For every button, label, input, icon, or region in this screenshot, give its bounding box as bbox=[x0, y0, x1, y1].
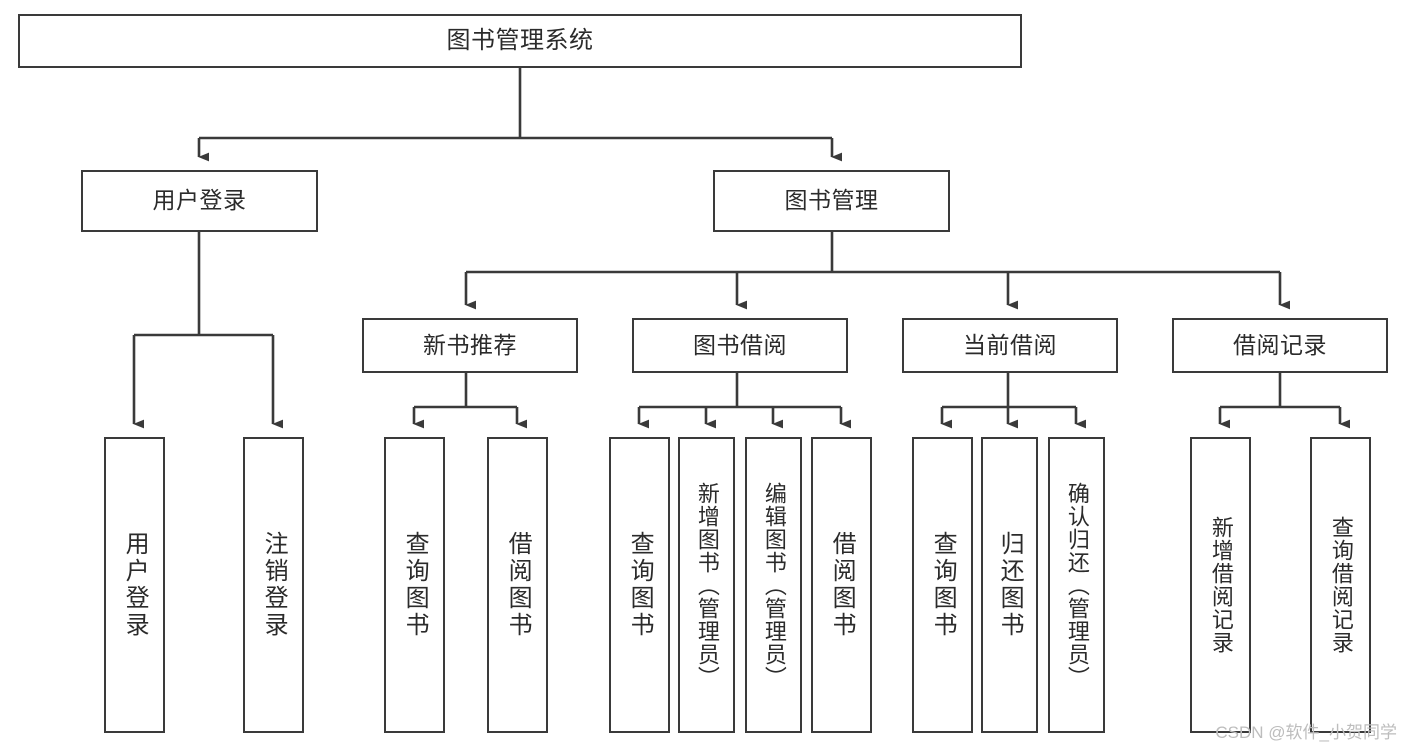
node-leaf-borrow-book-2[interactable]: 借阅图书 bbox=[811, 437, 872, 733]
node-book-manage[interactable]: 图书管理 bbox=[713, 170, 950, 232]
node-user-login[interactable]: 用户登录 bbox=[81, 170, 318, 232]
node-leaf-logout-login[interactable]: 注销登录 bbox=[243, 437, 304, 733]
node-label-leaf-add-book-admin: 新增图书（管理员） bbox=[694, 481, 720, 689]
node-label-leaf-add-borrow-record: 新增借阅记录 bbox=[1208, 516, 1234, 654]
node-label-leaf-borrow-book-1: 借阅图书 bbox=[504, 531, 532, 639]
node-label-root-system: 图书管理系统 bbox=[446, 26, 594, 54]
node-label-leaf-logout-login: 注销登录 bbox=[260, 531, 288, 639]
node-leaf-user-login[interactable]: 用户登录 bbox=[104, 437, 165, 733]
node-label-leaf-edit-book-admin: 编辑图书（管理员） bbox=[761, 481, 787, 689]
node-leaf-query-book-3[interactable]: 查询图书 bbox=[912, 437, 973, 733]
node-leaf-add-borrow-record[interactable]: 新增借阅记录 bbox=[1190, 437, 1251, 733]
node-leaf-confirm-return-admin[interactable]: 确认归还（管理员） bbox=[1048, 437, 1105, 733]
node-label-leaf-user-login: 用户登录 bbox=[121, 531, 149, 639]
node-label-borrow-record: 借阅记录 bbox=[1233, 331, 1327, 358]
node-label-leaf-query-book-3: 查询图书 bbox=[929, 531, 957, 639]
node-leaf-query-book-1[interactable]: 查询图书 bbox=[384, 437, 445, 733]
node-leaf-query-book-2[interactable]: 查询图书 bbox=[609, 437, 670, 733]
node-borrow-record[interactable]: 借阅记录 bbox=[1172, 318, 1388, 373]
node-book-borrow[interactable]: 图书借阅 bbox=[632, 318, 848, 373]
node-current-borrow[interactable]: 当前借阅 bbox=[902, 318, 1118, 373]
node-label-leaf-query-borrow-record: 查询借阅记录 bbox=[1328, 516, 1354, 654]
node-label-leaf-return-book: 归还图书 bbox=[996, 531, 1024, 639]
node-root-system[interactable]: 图书管理系统 bbox=[18, 14, 1022, 68]
node-label-user-login: 用户登录 bbox=[152, 187, 247, 214]
node-leaf-borrow-book-1[interactable]: 借阅图书 bbox=[487, 437, 548, 733]
node-leaf-edit-book-admin[interactable]: 编辑图书（管理员） bbox=[745, 437, 802, 733]
node-label-leaf-query-book-1: 查询图书 bbox=[401, 531, 429, 639]
node-label-leaf-query-book-2: 查询图书 bbox=[626, 531, 654, 639]
node-leaf-add-book-admin[interactable]: 新增图书（管理员） bbox=[678, 437, 735, 733]
node-label-leaf-confirm-return-admin: 确认归还（管理员） bbox=[1064, 481, 1090, 689]
node-leaf-return-book[interactable]: 归还图书 bbox=[981, 437, 1038, 733]
node-label-current-borrow: 当前借阅 bbox=[963, 331, 1057, 358]
node-label-new-book-recommend: 新书推荐 bbox=[423, 331, 517, 358]
node-label-leaf-borrow-book-2: 借阅图书 bbox=[828, 531, 856, 639]
node-new-book-recommend[interactable]: 新书推荐 bbox=[362, 318, 578, 373]
node-label-book-borrow: 图书借阅 bbox=[693, 331, 787, 358]
node-leaf-query-borrow-record[interactable]: 查询借阅记录 bbox=[1310, 437, 1371, 733]
node-label-book-manage: 图书管理 bbox=[784, 187, 879, 214]
csdn-watermark: CSDN @软件_小贺同学 bbox=[1215, 723, 1397, 742]
